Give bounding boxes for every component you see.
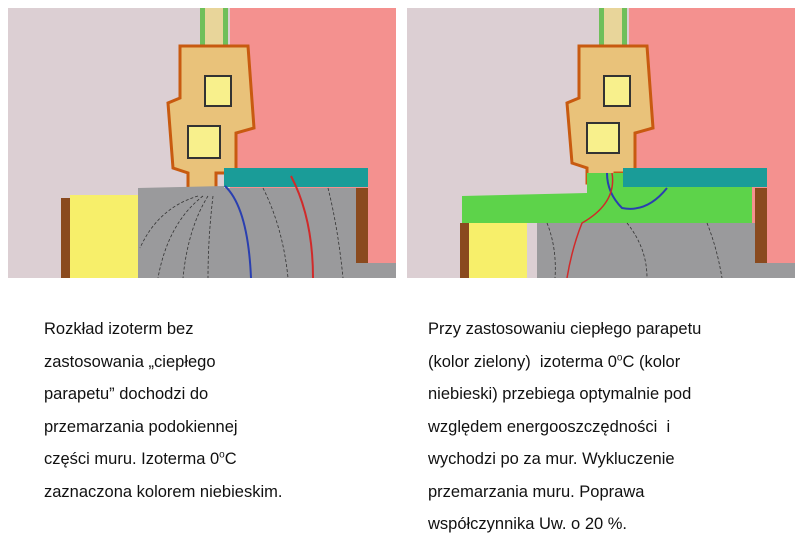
caption-line: parapetu” dochodzi do bbox=[44, 385, 209, 403]
figure-right-thermal-diagram bbox=[407, 8, 795, 278]
caption-line: Rozkład izoterm bez bbox=[44, 320, 194, 338]
degree-sup: o bbox=[616, 352, 623, 363]
figure-left-thermal-diagram bbox=[8, 8, 396, 278]
caption-text: części muru. Izoterma 0 bbox=[44, 450, 220, 468]
caption-line: względem energooszczędności i bbox=[428, 417, 671, 436]
caption-line: zaznaczona kolorem niebieskim. bbox=[44, 482, 283, 501]
degree-unit: C bbox=[224, 450, 237, 468]
caption-line: Przy zastosowaniu ciepłego parapetu bbox=[428, 320, 702, 338]
caption-line: zastosowania „ciepłego bbox=[44, 352, 216, 371]
caption-right: Przy zastosowaniu ciepłego parapetu (kol… bbox=[428, 313, 798, 541]
caption-text: (kolor zielony) izoterma 0 bbox=[428, 352, 617, 371]
caption-line: przemarzania muru. Poprawa bbox=[428, 482, 645, 501]
caption-line: przemarzania podokiennej bbox=[44, 417, 238, 436]
degree-sup: o bbox=[219, 449, 225, 461]
caption-line: wychodzi po za mur. Wykluczenie bbox=[428, 450, 675, 468]
caption-left: Rozkład izoterm bez zastosowania „ciepłe… bbox=[44, 313, 374, 508]
caption-line: (kolor zielony) izoterma 0oC (kolor bbox=[428, 346, 798, 379]
caption-line: niebieski) przebiega optymalnie pod bbox=[428, 385, 692, 403]
caption-line: części muru. Izoterma 0oC bbox=[44, 443, 374, 476]
degree-unit: C (kolor bbox=[622, 352, 681, 371]
caption-line: współczynnika Uw. o 20 %. bbox=[428, 515, 628, 533]
